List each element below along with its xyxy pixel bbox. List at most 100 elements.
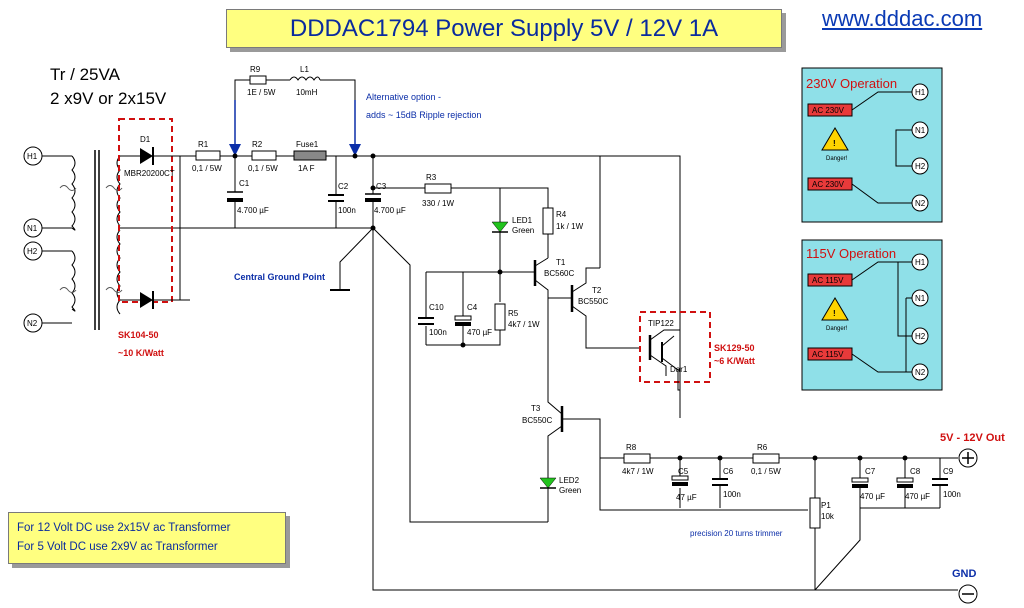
r5-resistor [494,303,506,331]
svg-text:AC 230V: AC 230V [812,180,845,189]
website-link[interactable]: www.dddac.com [822,6,983,31]
r1-label: R1 [198,140,209,149]
panel-230v: 230V Operation AC 230V AC 230V ! Danger!… [801,67,943,223]
r6-label: R6 [757,443,768,452]
t2-transistor: T2 BC550C [548,267,640,349]
panel-115v-title: 115V Operation [806,246,896,261]
t3-transistor: T3 BC550C [522,345,808,511]
c7-value: 470 µF [860,492,885,501]
c6-label: C6 [723,467,734,476]
d1-value: MBR20200CT [124,169,175,178]
r2-resistor [251,150,277,161]
c9-value: 100n [943,490,961,499]
r6-value: 0,1 / 5W [751,467,781,476]
c5-capacitor [672,482,688,486]
alternative-note: Alternative option - [366,92,441,102]
c5-label: C5 [678,467,689,476]
panel-230v-title: 230V Operation [806,76,897,91]
tip122-darlington: TIP122 Dar1 [648,319,688,391]
c1-capacitor [227,198,243,202]
p1-value: 10k [821,512,835,521]
l1-inductor [289,76,321,81]
fuse1-label: Fuse1 [296,140,319,149]
terminal-n2-label: N2 [27,319,38,328]
c10-label: C10 [429,303,444,312]
gnd-label: GND [952,568,977,580]
trimmer-note: precision 20 turns trimmer [690,529,783,538]
r9-value: 1E / 5W [247,88,276,97]
sk104-label: SK104-50 [118,330,159,340]
fuse1-value: 1A F [298,164,315,173]
led1 [491,221,509,233]
svg-text:Danger!: Danger! [826,326,848,332]
sk104-rating: ~10 K/Watt [118,348,164,358]
c8-capacitor [897,484,913,488]
svg-text:N2: N2 [915,199,926,208]
panel-115v: 115V Operation AC 115V AC 115V ! Danger!… [801,239,943,391]
r8-label: R8 [626,443,637,452]
page-title: DDDAC1794 Power Supply 5V / 12V 1A [289,15,719,42]
t1-value: BC560C [544,269,574,278]
note-line-12v: For 12 Volt DC use 2x15V ac Transformer [17,522,231,534]
output-voltage-label: 5V - 12V Out [940,432,1005,444]
c3-label: C3 [376,182,387,191]
warning-icon [821,127,849,151]
title-box: DDDAC1794 Power Supply 5V / 12V 1A [226,9,782,48]
led1-label: LED1 [512,216,533,225]
r1-value: 0,1 / 5W [192,164,222,173]
led2 [539,477,557,489]
d1-label: D1 [140,135,151,144]
r8-value: 4k7 / 1W [622,467,654,476]
t3-value: BC550C [522,416,552,425]
r3-value: 330 / 1W [422,199,454,208]
r4-value: 1k / 1W [556,222,584,231]
c1-label: C1 [239,179,250,188]
c6-value: 100n [723,490,741,499]
r3-label: R3 [426,173,437,182]
r4-resistor [542,207,554,235]
dar1-label: Dar1 [670,365,688,374]
transformer-note-box: For 12 Volt DC use 2x15V ac Transformer … [8,512,286,564]
svg-text:!: ! [833,309,836,318]
svg-text:N2: N2 [915,368,926,377]
l1-value: 10mH [296,88,318,97]
t2-value: BC550C [578,297,608,306]
c4-capacitor [455,322,471,326]
c3-value: 4.700 µF [374,206,406,215]
t1-label: T1 [556,258,566,267]
r1-resistor [195,150,221,161]
r5-label: R5 [508,309,519,318]
r4-label: R4 [556,210,567,219]
svg-text:N1: N1 [915,126,926,135]
r9-label: R9 [250,65,261,74]
d1-diode: D1 MBR20200CT [124,135,190,309]
p1-trimmer [809,497,821,529]
l1-label: L1 [300,65,309,74]
led2-value: Green [559,486,581,495]
r5-value: 4k7 / 1W [508,320,540,329]
r9-resistor [249,75,267,85]
c4-label: C4 [467,303,478,312]
c5-value: 47 µF [676,493,697,502]
warning-icon [821,297,849,321]
ripple-note: adds ~ 15dB Ripple rejection [366,110,481,120]
note-line-5v: For 5 Volt DC use 2x9V ac Transformer [17,541,218,553]
t1-transistor: T1 BC560C [500,257,574,298]
c10-value: 100n [429,328,447,337]
c7-capacitor [852,484,868,488]
c3-capacitor [365,198,381,202]
svg-text:!: ! [833,139,836,148]
terminal-h1-label: H1 [27,152,38,161]
c2-label: C2 [338,182,349,191]
c7-label: C7 [865,467,876,476]
terminal-n1-label: N1 [27,224,38,233]
r8-resistor [623,453,651,464]
svg-text:N1: N1 [915,294,926,303]
sk129-rating: ~6 K/Watt [714,356,755,366]
svg-text:Danger!: Danger! [826,156,848,162]
c4-value: 470 µF [467,328,492,337]
svg-text:H2: H2 [915,332,926,341]
r6-resistor [752,453,780,464]
p1-label: P1 [821,501,831,510]
